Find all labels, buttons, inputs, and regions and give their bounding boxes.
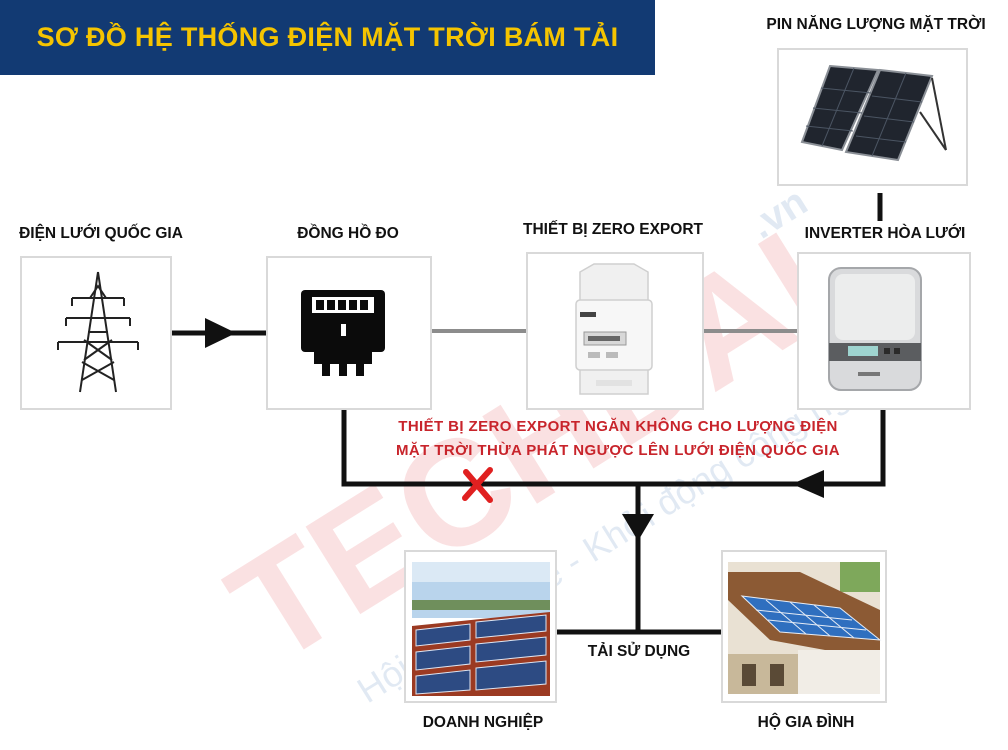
title-bar xyxy=(0,0,655,75)
note-line-1: THIẾT BỊ ZERO EXPORT NGĂN KHÔNG CHO LƯỢN… xyxy=(398,418,838,435)
meter-box xyxy=(266,256,432,410)
house-rooftop-solar-icon xyxy=(728,562,882,694)
zero-export-device-icon xyxy=(575,263,653,395)
business-label: DOANH NGHIỆP xyxy=(422,714,544,731)
electric-meter-icon xyxy=(301,290,385,376)
grid-meter-arrow xyxy=(205,318,236,348)
factory-rooftop-solar-icon xyxy=(412,562,550,696)
meter-label: ĐỒNG HỒ ĐO xyxy=(297,225,399,242)
inverter-icon xyxy=(828,267,922,391)
load-label: TẢI SỬ DỤNG xyxy=(587,643,691,660)
zero-export-note: THIẾT BỊ ZERO EXPORT NGĂN KHÔNG CHO LƯỢN… xyxy=(338,415,898,463)
inverter-label: INVERTER HÒA LƯỚI xyxy=(804,225,966,242)
grid-label: ĐIỆN LƯỚI QUỐC GIA xyxy=(19,225,183,242)
blocked-flow-icon xyxy=(462,467,493,503)
solar-panel-label: PIN NĂNG LƯỢNG MẶT TRỜI xyxy=(766,16,986,33)
zero-export-label: THIẾT BỊ ZERO EXPORT xyxy=(523,221,703,238)
distribution-bus-line xyxy=(341,410,886,487)
household-label: HỘ GIA ĐÌNH xyxy=(757,714,855,731)
inverter-to-bus-arrow xyxy=(792,470,824,498)
note-line-2: MẶT TRỜI THỪA PHÁT NGƯỢC LÊN LƯỚI ĐIỆN Q… xyxy=(396,442,840,459)
page-title: SƠ ĐỒ HỆ THỐNG ĐIỆN MẶT TRỜI BÁM TẢI xyxy=(36,22,619,52)
bus-to-load-arrow xyxy=(622,514,654,541)
solar-panel-icon xyxy=(800,64,947,162)
transmission-tower-icon xyxy=(57,271,139,393)
